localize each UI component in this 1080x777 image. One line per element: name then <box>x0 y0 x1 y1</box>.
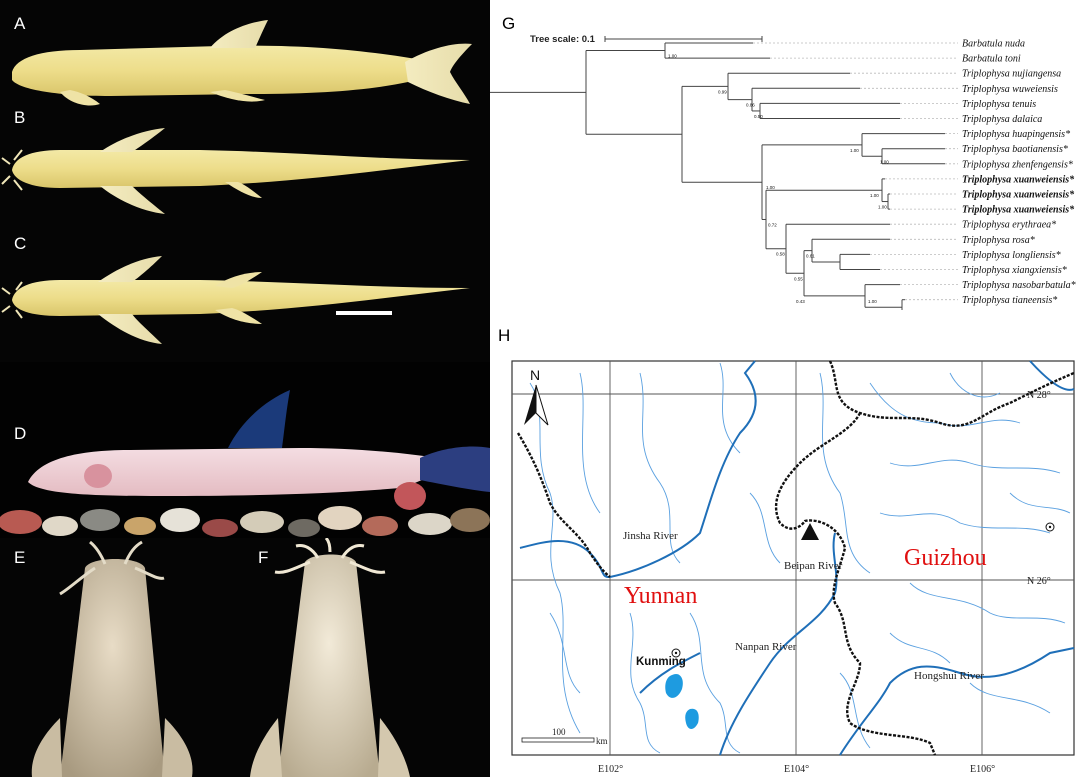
city-label-kunming: Kunming <box>636 656 686 668</box>
bootstrap-value: 1.00 <box>878 205 887 210</box>
distribution-map: N Jinsha River Beipan River Nanpan River… <box>511 360 1075 775</box>
map-scale-bar: 100 km <box>521 727 608 746</box>
province-label-yunnan: Yunnan <box>624 583 697 609</box>
lake-dianchi <box>665 673 683 698</box>
taxon-label: Triplophysa dalaica <box>962 114 1042 125</box>
panel-label-b: B <box>14 108 26 127</box>
panel-label-a: A <box>14 14 26 33</box>
phylogenetic-tree: Tree scale: 0.1 Barbatula nudaBarbatula … <box>490 34 1076 310</box>
bootstrap-value: 0.72 <box>768 222 777 227</box>
photo-scale-bar <box>336 311 392 315</box>
river-label-beipan: Beipan River <box>784 560 843 572</box>
panel-label-h: H <box>498 326 511 345</box>
fish-photo-lateral <box>1 20 472 344</box>
panel-label-e: E <box>14 548 26 567</box>
bootstrap-value: 0.99 <box>718 89 727 94</box>
taxon-label: Triplophysa wuweiensis <box>962 84 1058 95</box>
river-label-jinsha: Jinsha River <box>623 530 678 542</box>
tree-scale-label: Tree scale: 0.1 <box>530 34 596 45</box>
panel-label-f: F <box>258 548 269 567</box>
type-locality-marker <box>801 523 819 540</box>
taxon-label: Triplophysa tianeensis* <box>962 295 1057 306</box>
taxon-label: Triplophysa huapingensis* <box>962 129 1070 140</box>
north-arrow-icon: N <box>524 367 549 426</box>
lake-fuxian <box>685 708 699 729</box>
bootstrap-value: 0.61 <box>806 254 815 259</box>
bootstrap-value: 0.43 <box>796 299 805 304</box>
bootstrap-value: 1.00 <box>850 148 859 153</box>
taxon-label: Triplophysa nasobarbatula* <box>962 280 1076 291</box>
tree-scale-bar <box>604 36 763 42</box>
panel-label-c: C <box>14 234 27 253</box>
panel-label-g: G <box>502 14 516 33</box>
map-grid <box>512 361 1074 755</box>
taxon-label: Triplophysa baotianensis* <box>962 144 1068 155</box>
province-label-guizhou: Guizhou <box>904 545 987 571</box>
province-border <box>516 360 1075 756</box>
map-frame <box>511 360 1075 756</box>
taxon-label: Triplophysa tenuis <box>962 99 1036 110</box>
fish-head-photos <box>31 538 410 777</box>
svg-text:100: 100 <box>552 727 566 737</box>
taxon-label: Triplophysa longliensis* <box>962 250 1061 261</box>
bootstrap-value: 0.86 <box>746 103 755 108</box>
bootstrap-value: 1.00 <box>870 193 879 198</box>
bootstrap-value: 1.00 <box>880 159 889 164</box>
river-label-hongshui: Hongshui River <box>914 670 984 682</box>
taxon-label: Triplophysa xiangxiensis* <box>962 265 1067 276</box>
taxon-label: Barbatula toni <box>962 54 1021 65</box>
minor-rivers <box>529 362 1071 754</box>
live-fish-photo: D <box>0 362 490 538</box>
taxon-label: Triplophysa xuanweiensis* <box>962 205 1075 216</box>
bootstrap-value: 0.55 <box>794 276 803 281</box>
lon-label-106: E106° <box>970 764 995 775</box>
panel-label-d: D <box>14 424 27 443</box>
taxon-label: Triplophysa xuanweiensis* <box>962 174 1075 185</box>
svg-text:km: km <box>596 736 608 746</box>
river-label-nanpan: Nanpan River <box>735 641 797 653</box>
svg-text:N: N <box>530 367 540 383</box>
bootstrap-value: 1.00 <box>668 54 677 59</box>
lat-label-28: N 28° <box>1027 390 1051 401</box>
taxon-label: Triplophysa nujiangensa <box>962 69 1061 80</box>
taxon-label: Triplophysa zhenfengensis* <box>962 159 1073 170</box>
bootstrap-value: 1.00 <box>766 185 775 190</box>
lon-label-102: E102° <box>598 764 623 775</box>
taxon-label: Barbatula nuda <box>962 39 1025 50</box>
taxon-label: Triplophysa erythraea* <box>962 220 1056 231</box>
taxon-label: Triplophysa rosa* <box>962 235 1035 246</box>
gravel <box>0 482 490 537</box>
bootstrap-value: 0.58 <box>776 252 785 257</box>
taxon-label: Triplophysa xuanweiensis* <box>962 190 1075 201</box>
bootstrap-value: 0.50 <box>754 114 763 119</box>
lon-label-104: E104° <box>784 764 809 775</box>
bootstrap-value: 1.00 <box>868 299 877 304</box>
lat-label-26: N 26° <box>1027 576 1051 587</box>
